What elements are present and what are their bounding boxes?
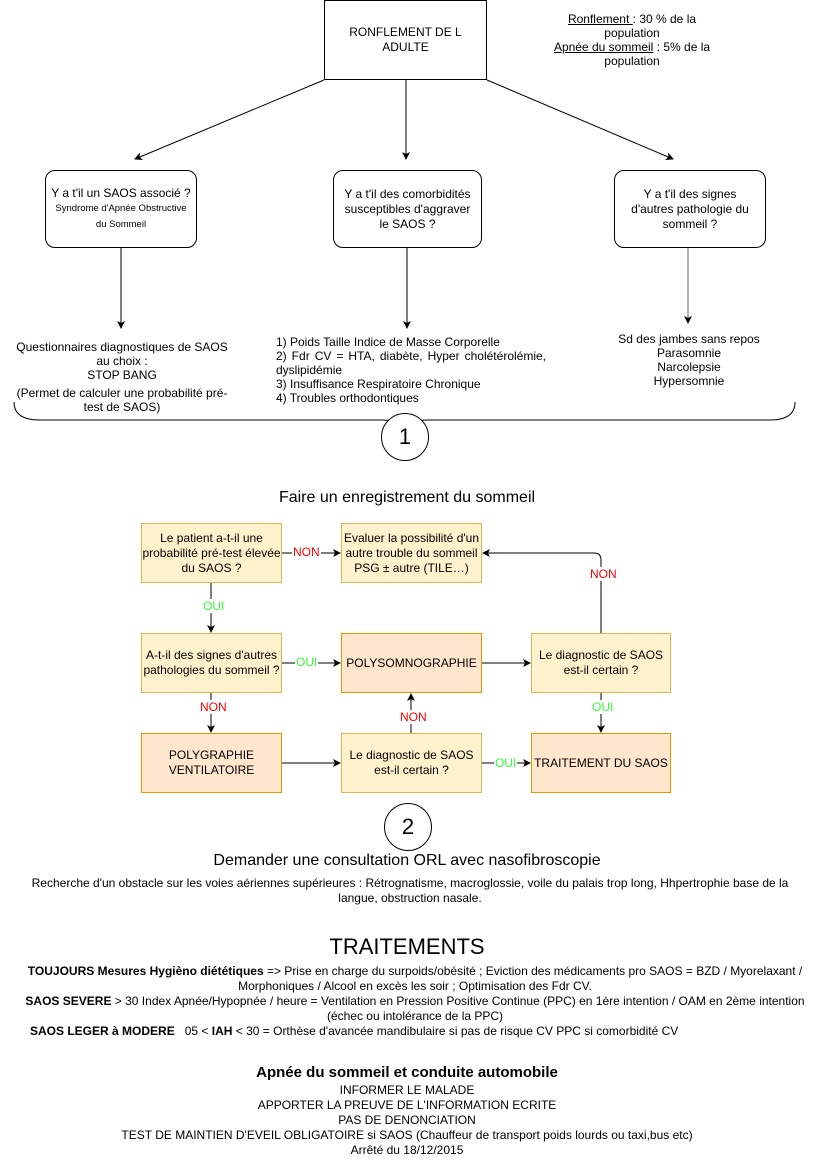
label-non: NON (199, 700, 228, 714)
node-evaluer: Evaluer la possibilité d'un autre troubl… (341, 523, 482, 583)
arrow-diag-non-evaluer (482, 549, 602, 633)
traitement-text: > 30 Index Apnée/Hypopnée / heure = Vent… (111, 994, 805, 1023)
list-item: Narcolepsie (657, 360, 721, 374)
answer-text: STOP BANG (87, 368, 157, 382)
label-oui: OUI (202, 599, 226, 613)
root-box: RONFLEMENT DE L ADULTE (324, 0, 487, 80)
node-polygraphie: POLYGRAPHIE VENTILATOIRE (141, 733, 282, 793)
traitement-text: => Prise en charge du surpoids/obésité ;… (238, 964, 803, 993)
list-item: Sd des jambes sans repos (618, 332, 760, 346)
step-number: 2 (401, 814, 415, 839)
node-text: Le diagnostic de SAOS est-il certain ? (349, 748, 474, 777)
traitements-title: TRAITEMENTS (329, 934, 485, 959)
question-saos: Y a t'il un SAOS associé ? Syndrome d'Ap… (45, 170, 197, 248)
answer-left: Questionnaires diagnostiques de SAOS au … (12, 340, 232, 414)
label-oui: OUI (494, 756, 518, 770)
step-1-title: Faire un enregistrement du sommeil (278, 489, 536, 506)
question-autres: Y a t'il des signes d'autres pathologie … (614, 170, 766, 248)
step-2-text: Recherche d'un obstacle sur les voies aé… (31, 876, 789, 905)
stat-value: : 30 % de la population (604, 12, 697, 40)
label-oui: OUI (591, 700, 615, 714)
question-title: Y a t'il un SAOS associé ? (51, 185, 191, 200)
step-2-circle: 2 (384, 803, 432, 851)
traitement-label: TOUJOURS Mesures Hygièno diététiques (27, 964, 264, 978)
node-text: Le diagnostic de SAOS est-il certain ? (538, 648, 664, 677)
stats-note: Ronflement : 30 % de la population Apnée… (552, 12, 712, 68)
traitements-body: TOUJOURS Mesures Hygièno diététiques => … (20, 964, 810, 1039)
label-non: NON (589, 567, 618, 581)
arrow-top-left (134, 79, 325, 160)
node-text: Evaluer la possibilité d'un autre troubl… (343, 530, 480, 575)
list-item: 4) Troubles orthodontiques (276, 391, 419, 405)
step-1-circle: 1 (381, 413, 429, 461)
traitement-label: SAOS LEGER à MODERE (30, 1024, 175, 1038)
node-text: A-t-il des signes d'autres pathologies d… (143, 648, 280, 677)
question-subtitle: Syndrome d'Apnée Obstructive du Sommeil (55, 202, 187, 230)
node-text: POLYSOMNOGRAPHIE (346, 655, 477, 670)
traitement-text: 05 < (174, 1024, 212, 1038)
traitement-label: IAH (211, 1024, 233, 1038)
node-text: Le patient a-t-il une probabilité pré-te… (142, 530, 281, 575)
answer-middle: 1) Poids Taille Indice de Masse Corporel… (276, 335, 546, 405)
node-diagnostic-pv: Le diagnostic de SAOS est-il certain ? (341, 733, 482, 793)
node-text: POLYGRAPHIE VENTILATOIRE (168, 748, 255, 777)
traitement-toujours: TOUJOURS Mesures Hygièno diététiques => … (20, 964, 810, 994)
list-item: Hypersomnie (653, 374, 725, 388)
answer-right: Sd des jambes sans repos Parasomnie Narc… (604, 332, 774, 388)
step-2-title: Demander une consultation ORL avec nasof… (213, 852, 601, 869)
answer-text: Questionnaires diagnostiques de SAOS au … (16, 340, 228, 368)
traitement-text: < 30 = Orthèse d'avancée mandibulaire si… (232, 1024, 679, 1038)
list-item: 2) Fdr CV = HTA, diabète, Hyper cholétér… (276, 349, 546, 377)
question-title: Y a t'il des comorbidités susceptibles d… (344, 186, 471, 231)
answer-text: (Permet de calculer une probabilité pré-… (16, 386, 228, 414)
node-text: TRAITEMENT DU SAOS (534, 755, 668, 770)
traitement-label: SAOS SEVERE (25, 994, 112, 1008)
list-item: 1) Poids Taille Indice de Masse Corporel… (276, 335, 500, 349)
node-signes: A-t-il des signes d'autres pathologies d… (141, 633, 282, 693)
stat-label: Apnée du sommeil (553, 40, 654, 54)
question-title: Y a t'il des signes d'autres pathologie … (631, 186, 749, 231)
stat-label: Ronflement (567, 12, 633, 26)
conduite-line: Arrêté du 18/12/2015 (350, 1143, 464, 1157)
node-diagnostic-psg: Le diagnostic de SAOS est-il certain ? (531, 633, 671, 693)
arrow-top-right (486, 79, 674, 160)
list-item: Parasomnie (656, 346, 722, 360)
conduite-line: PAS DE DENONCIATION (338, 1113, 476, 1127)
step-number: 1 (398, 424, 412, 449)
stat-value: : 5% de la population (604, 40, 711, 68)
label-oui: OUI (295, 655, 319, 669)
node-pretest: Le patient a-t-il une probabilité pré-te… (141, 523, 282, 583)
conduite-list: INFORMER LE MALADE APPORTER LA PREUVE DE… (0, 1083, 814, 1158)
label-non: NON (292, 545, 321, 559)
conduite-line: INFORMER LE MALADE (339, 1083, 475, 1097)
traitement-leger: SAOS LEGER à MODERE 05 < IAH < 30 = Orth… (20, 1024, 810, 1039)
conduite-line: APPORTER LA PREUVE DE L'INFORMATION ECRI… (257, 1098, 557, 1112)
question-comorbidites: Y a t'il des comorbidités susceptibles d… (333, 170, 482, 248)
conduite-line: TEST DE MAINTIEN D'EVEIL OBLIGATOIRE si … (121, 1128, 693, 1142)
label-non: NON (399, 710, 428, 724)
conduite-title: Apnée du sommeil et conduite automobile (256, 1064, 558, 1081)
root-title: RONFLEMENT DE L ADULTE (349, 25, 462, 54)
list-item: 3) Insuffisance Respiratoire Chronique (276, 377, 481, 391)
traitement-severe: SAOS SEVERE > 30 Index Apnée/Hypopnée / … (20, 994, 810, 1024)
node-traitement: TRAITEMENT DU SAOS (531, 733, 671, 793)
node-polysomnographie: POLYSOMNOGRAPHIE (341, 633, 482, 693)
